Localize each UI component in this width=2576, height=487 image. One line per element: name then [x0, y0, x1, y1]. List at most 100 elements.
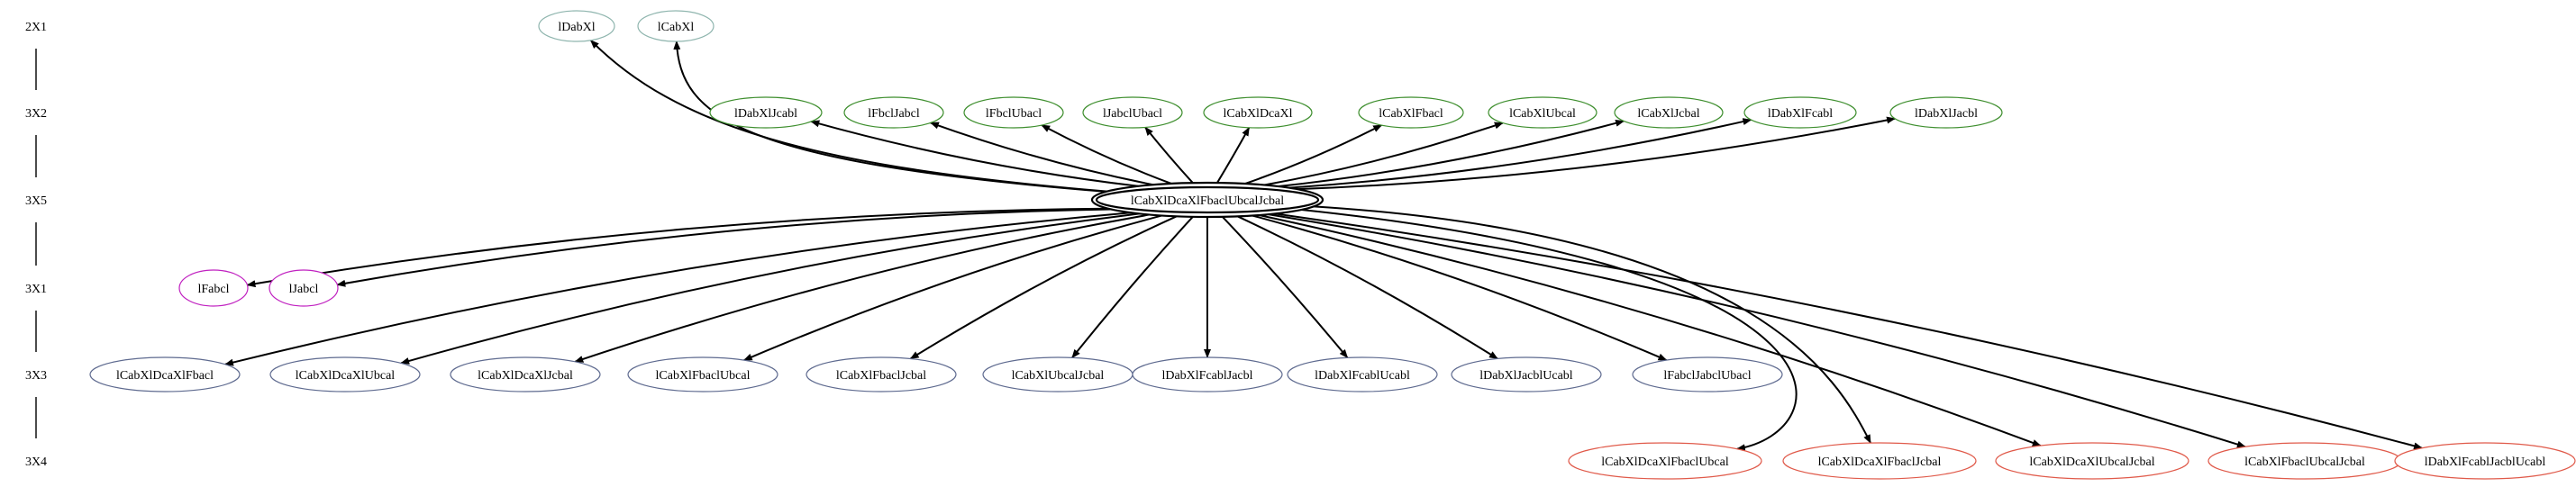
node-lCabXlUbcal[interactable]: lCabXlUbcal: [1488, 96, 1597, 129]
node-label: lCabXlFbacl: [1379, 107, 1443, 121]
node-label: lCabXlUbcal: [1509, 107, 1576, 121]
node-lCabXlDcaXlUbcal[interactable]: lCabXlDcaXlUbcal: [269, 356, 421, 392]
node-label: lDabXlJacbl: [1915, 107, 1978, 121]
node-lFabclJabclUbacl[interactable]: lFabclJabclUbacl: [1632, 356, 1783, 392]
edge-hub-to-n_3x3_5: [909, 215, 1178, 360]
node-label: lCabXlFbaclUbcalJcbal: [2244, 455, 2365, 469]
edge-hub-to-n_3x1_2: [336, 208, 1112, 287]
hub-node[interactable]: lCabXlDcaXlFbaclUbcalJcbal: [1090, 181, 1324, 219]
edge-hub-to-n_3x3_1: [223, 212, 1132, 366]
node-lCabXlDcaXlFbacl[interactable]: lCabXlDcaXlFbacl: [89, 356, 241, 392]
node-lCabXl[interactable]: lCabXl: [637, 10, 715, 42]
node-ellipse: [178, 269, 249, 307]
node-lDabXlJacblUcabl[interactable]: lDabXlJacblUcabl: [1451, 356, 1602, 392]
node-lCabXlDcaXlJcbal[interactable]: lCabXlDcaXlJcbal: [450, 356, 601, 392]
node-lFbclUbacl[interactable]: lFbclUbacl: [963, 96, 1064, 129]
edge-hub-to-n_3x2_4: [1144, 126, 1194, 184]
node-ellipse: [1568, 442, 1762, 480]
node-ellipse: [1889, 96, 2003, 129]
node-lCabXlDcaXlFbaclJcbal[interactable]: lCabXlDcaXlFbaclJcbal: [1782, 442, 1977, 480]
edge-hub-to-n_3x2_9: [1288, 118, 1752, 189]
rank-label-3x3: 3X3: [25, 369, 47, 383]
node-label: lCabXlDcaXlJcbal: [478, 369, 573, 383]
node-lCabXlFbaclUbcalJcbal[interactable]: lCabXlFbaclUbcalJcbal: [2207, 442, 2402, 480]
node-lFabcl[interactable]: lFabcl: [178, 269, 249, 307]
rank-label-2x1: 2X1: [25, 21, 47, 34]
node-ellipse: [1358, 96, 1464, 129]
edge-hub-to-n_3x3_3: [574, 213, 1151, 363]
node-lJabcl[interactable]: lJabcl: [269, 269, 339, 307]
node-lCabXlUbcalJcbal[interactable]: lCabXlUbcalJcbal: [982, 356, 1133, 392]
node-lCabXlFbacl[interactable]: lCabXlFbacl: [1358, 96, 1464, 129]
node-ellipse: [709, 96, 823, 129]
node-label: lDabXl: [558, 21, 595, 34]
node-ellipse: [269, 356, 421, 392]
edge-hub-to-n_3x3_9: [1237, 215, 1498, 360]
node-label: lCabXlUbcalJcbal: [1012, 369, 1105, 383]
node-label: lDabXlJcabl: [734, 107, 797, 121]
edge-hub-to-n_2x1_b: [673, 40, 1106, 193]
node-ellipse: [269, 269, 339, 307]
node-label: lJabcl: [289, 283, 319, 296]
node-lDabXlFcablJacblUcabl[interactable]: lDabXlFcablJacblUcabl: [2394, 442, 2576, 480]
node-lDabXl[interactable]: lDabXl: [538, 10, 615, 42]
node-lDabXlJcabl[interactable]: lDabXlJcabl: [709, 96, 823, 129]
node-lDabXlFcablUcabl[interactable]: lDabXlFcablUcabl: [1287, 356, 1438, 392]
node-label: lFbclUbacl: [986, 107, 1042, 121]
node-ellipse: [1995, 442, 2189, 480]
edge-hub-to-n_3x2_3: [1041, 124, 1172, 185]
node-label: lCabXlFbaclJcbal: [836, 369, 926, 383]
node-label: lDabXlJacblUcabl: [1479, 369, 1573, 383]
node-ellipse: [1743, 96, 1857, 129]
node-lJabclUbacl[interactable]: lJabclUbacl: [1082, 96, 1183, 129]
edge-hub-to-n_3x3_4: [742, 214, 1162, 362]
edge-hub-to-n_3x3_2: [400, 212, 1140, 365]
node-lDabXlFcabl[interactable]: lDabXlFcabl: [1743, 96, 1857, 129]
edge-hub-to-n_3x2_10: [1297, 116, 1897, 191]
node-label: lFabcl: [198, 283, 230, 296]
edge-hub-to-n_3x4_1: [1301, 209, 1798, 452]
node-lCabXlDcaXl[interactable]: lCabXlDcaXl: [1203, 96, 1313, 129]
node-ellipse: [1632, 356, 1783, 392]
node-label: lCabXl: [658, 21, 695, 34]
node-ellipse: [1488, 96, 1597, 129]
node-ellipse: [963, 96, 1064, 129]
node-ellipse: [1451, 356, 1602, 392]
edge-hub-to-n_3x4_4: [1268, 213, 2246, 448]
node-lCabXlFbaclJcbal[interactable]: lCabXlFbaclJcbal: [806, 356, 957, 392]
node-label: lCabXlDcaXlFbaclUbcalJcbal: [1131, 194, 1284, 208]
rank-label-3x2: 3X2: [25, 107, 47, 121]
edge-hub-to-n_3x2_2: [929, 122, 1154, 186]
node-ellipse: [843, 96, 944, 129]
edges-layer: [223, 40, 2424, 452]
node-ellipse: [1132, 356, 1283, 392]
node-lCabXlJcbal[interactable]: lCabXlJcbal: [1614, 96, 1724, 129]
node-label: lFabclJabclUbacl: [1663, 369, 1751, 383]
node-lFbclJabcl[interactable]: lFbclJabcl: [843, 96, 944, 129]
node-ellipse: [627, 356, 778, 392]
node-label: lCabXlDcaXlFbaclUbcal: [1601, 455, 1729, 469]
node-label: lDabXlFcablJacblUcabl: [2425, 455, 2546, 469]
edge-hub-to-n_3x2_7: [1264, 122, 1504, 186]
node-lCabXlFbaclUbcal[interactable]: lCabXlFbaclUbcal: [627, 356, 778, 392]
edge-hub-to-n_3x3_10: [1252, 214, 1668, 362]
node-lCabXlDcaXlUbcalJcbal[interactable]: lCabXlDcaXlUbcalJcbal: [1995, 442, 2189, 480]
node-label: lCabXlFbaclUbcal: [656, 369, 751, 383]
node-label: lJabclUbacl: [1103, 107, 1162, 121]
node-ellipse: [806, 356, 957, 392]
node-label: lDabXlFcabl: [1768, 107, 1833, 121]
node-ellipse: [1782, 442, 1977, 480]
node-ellipse: [538, 10, 615, 42]
rank-label-3x4: 3X4: [25, 455, 47, 469]
node-label: lCabXlDcaXlFbacl: [116, 369, 214, 383]
node-lDabXlFcablJacbl[interactable]: lDabXlFcablJacbl: [1132, 356, 1283, 392]
node-label: lFbclJabcl: [868, 107, 920, 121]
node-ellipse: [1614, 96, 1724, 129]
node-lCabXlDcaXlFbaclUbcal[interactable]: lCabXlDcaXlFbaclUbcal: [1568, 442, 1762, 480]
node-ellipse: [450, 356, 601, 392]
node-lDabXlJacbl[interactable]: lDabXlJacbl: [1889, 96, 2003, 129]
node-label: lDabXlFcablUcabl: [1315, 369, 1410, 383]
edge-hub-to-n_3x2_1: [810, 120, 1139, 187]
